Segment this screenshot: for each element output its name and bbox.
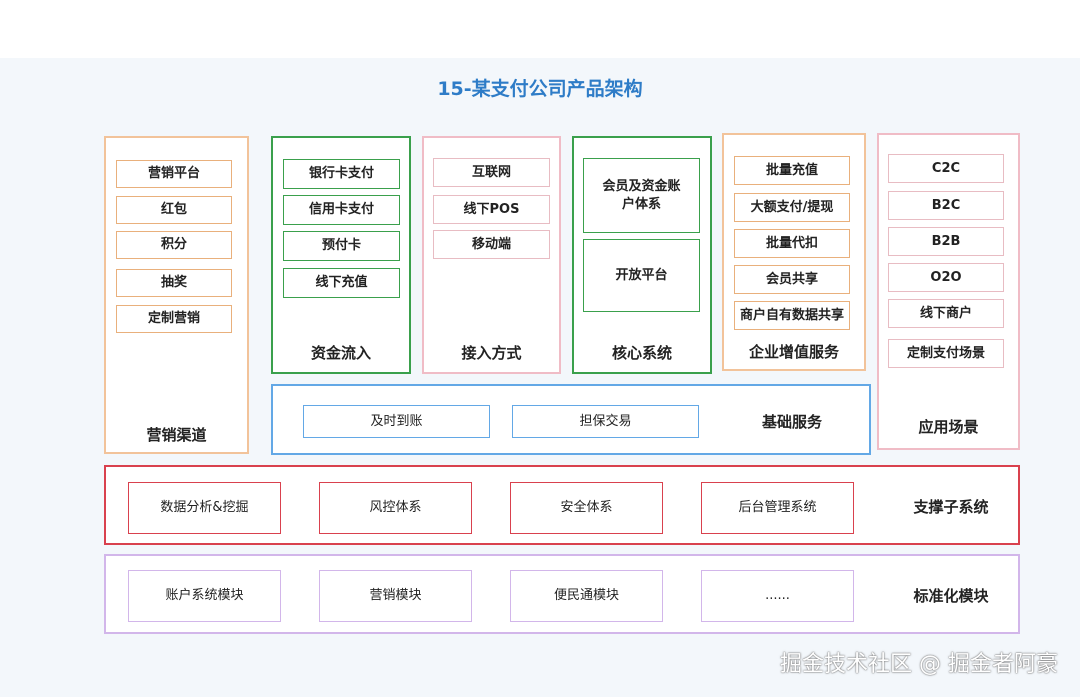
diagram-title: 15-某支付公司产品架构 bbox=[437, 78, 643, 100]
access-item: 移动端 bbox=[433, 230, 550, 259]
marketing-label: 营销渠道 bbox=[146, 426, 207, 444]
standard-item: 账户系统模块 bbox=[128, 570, 281, 622]
access-item: 线下POS bbox=[433, 195, 550, 224]
support-item: 数据分析&挖掘 bbox=[128, 482, 281, 534]
support-item: 安全体系 bbox=[510, 482, 663, 534]
support-label: 支撑子系统 bbox=[913, 498, 989, 516]
access-item: 互联网 bbox=[433, 158, 550, 187]
basic-item: 及时到账 bbox=[303, 405, 490, 438]
standard-item: 营销模块 bbox=[319, 570, 472, 622]
basic-item: 担保交易 bbox=[512, 405, 699, 438]
marketing-item: 积分 bbox=[116, 231, 232, 259]
marketing-item: 红包 bbox=[116, 196, 232, 224]
enterprise-item: 批量充值 bbox=[734, 156, 850, 185]
standard-item: ...... bbox=[701, 570, 854, 622]
core-item: 开放平台 bbox=[583, 239, 700, 312]
scenarios-label: 应用场景 bbox=[918, 418, 979, 436]
access-label: 接入方式 bbox=[461, 344, 522, 362]
enterprise-item: 会员共享 bbox=[734, 265, 850, 294]
enterprise-item: 大额支付/提现 bbox=[734, 193, 850, 222]
enterprise-item: 批量代扣 bbox=[734, 229, 850, 258]
scenario-item: 线下商户 bbox=[888, 299, 1004, 328]
support-item: 后台管理系统 bbox=[701, 482, 854, 534]
marketing-item: 抽奖 bbox=[116, 269, 232, 297]
marketing-item: 定制营销 bbox=[116, 305, 232, 333]
inflow-label: 资金流入 bbox=[310, 344, 371, 362]
core-item: 会员及资金账户体系 bbox=[583, 158, 700, 233]
inflow-item: 预付卡 bbox=[283, 231, 400, 261]
inflow-item: 线下充值 bbox=[283, 268, 400, 298]
scenario-item: B2B bbox=[888, 227, 1004, 256]
inflow-item: 信用卡支付 bbox=[283, 195, 400, 225]
enterprise-item: 商户自有数据共享 bbox=[734, 301, 850, 330]
enterprise-label: 企业增值服务 bbox=[748, 343, 839, 361]
watermark: 掘金技术社区 @ 掘金者阿豪 bbox=[780, 652, 1058, 677]
standard-item: 便民通模块 bbox=[510, 570, 663, 622]
inflow-item: 银行卡支付 bbox=[283, 159, 400, 189]
core-label: 核心系统 bbox=[611, 344, 672, 362]
marketing-item: 营销平台 bbox=[116, 160, 232, 188]
scenario-item: O2O bbox=[888, 263, 1004, 292]
scenario-item: C2C bbox=[888, 154, 1004, 183]
support-item: 风控体系 bbox=[319, 482, 472, 534]
standard-label: 标准化模块 bbox=[913, 587, 989, 605]
basic-label: 基础服务 bbox=[761, 413, 822, 431]
scenario-item: B2C bbox=[888, 191, 1004, 220]
scenario-item: 定制支付场景 bbox=[888, 339, 1004, 368]
